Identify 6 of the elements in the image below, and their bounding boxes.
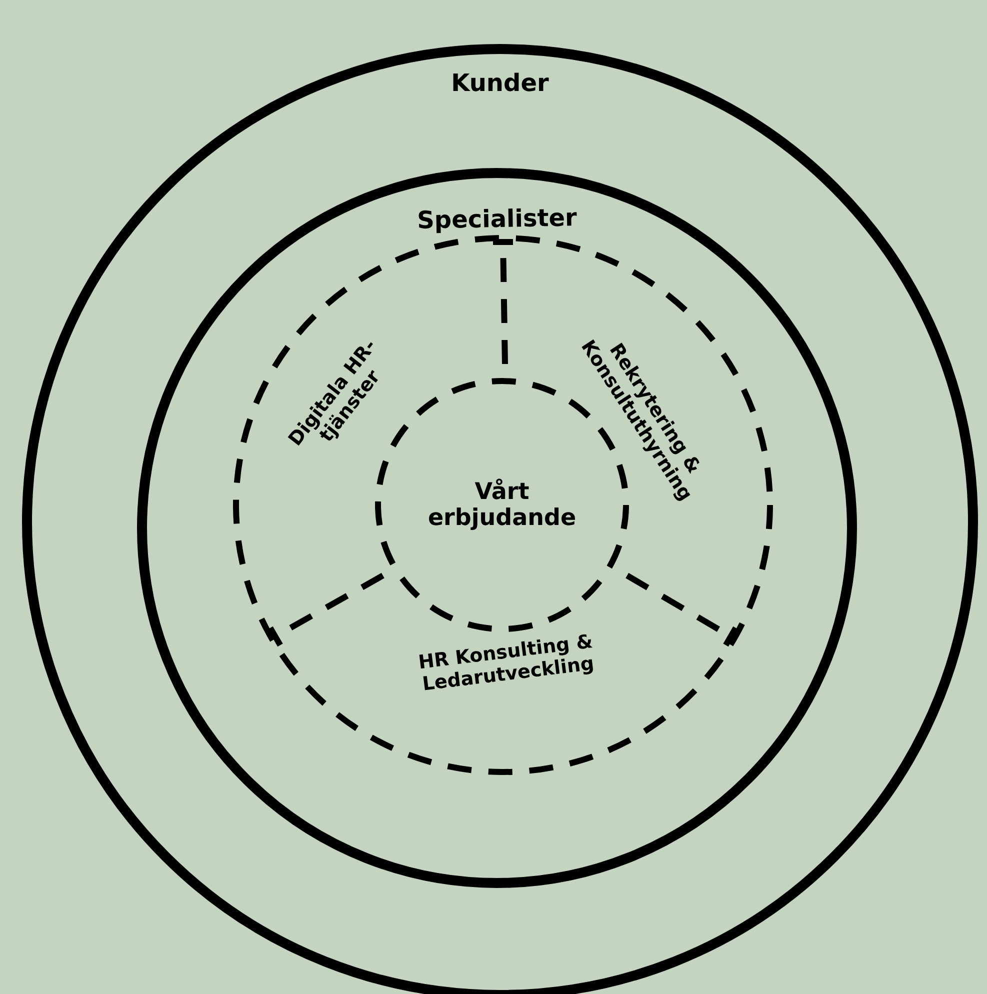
circle-label: Kunder <box>450 70 550 98</box>
circle-outline <box>137 168 857 888</box>
sector-label: HR Konsulting & Ledarutveckling <box>416 630 596 698</box>
circle-outline <box>22 44 978 994</box>
circle-label: Specialister <box>416 204 578 236</box>
circle-label: Vårt erbjudande <box>426 478 578 532</box>
